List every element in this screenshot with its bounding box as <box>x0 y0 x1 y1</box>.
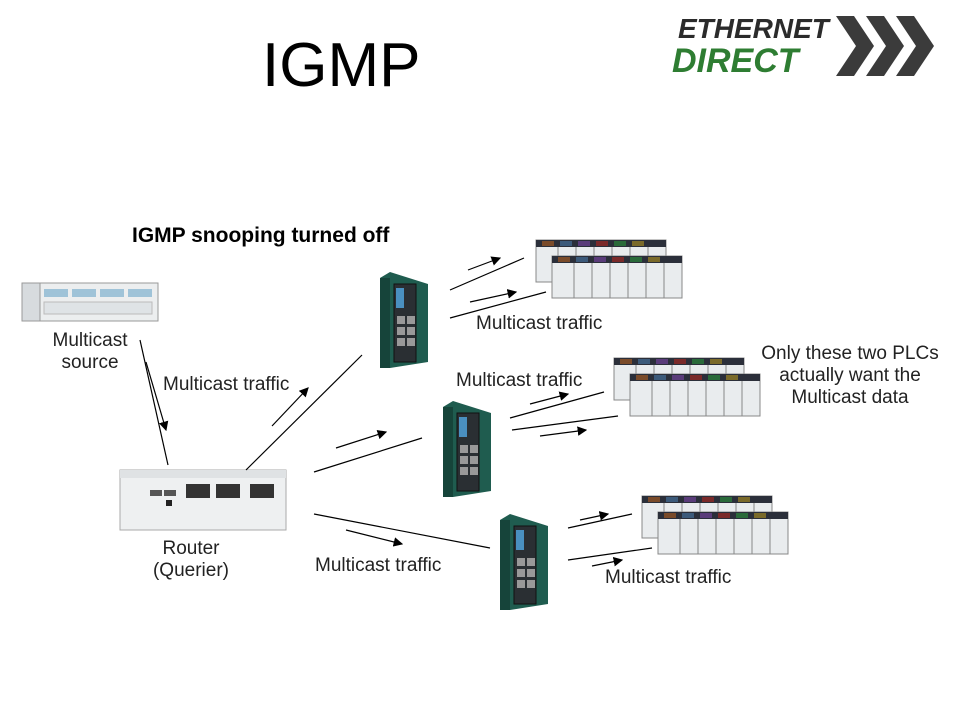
plc-pair-middle <box>613 357 761 417</box>
router-device <box>119 469 287 531</box>
plc-note-line1: Only these two PLCs <box>761 343 939 364</box>
multicast-source-device <box>21 282 159 322</box>
plc-note-line3: Multicast data <box>791 387 909 408</box>
router-label-line2: (Querier) <box>152 560 229 581</box>
traffic-label-middle: Multicast traffic <box>456 370 583 391</box>
plc-pair-top <box>535 239 683 299</box>
multicast-source-label-line2: source <box>61 352 119 373</box>
traffic-label-bottom-left: Multicast traffic <box>315 555 442 576</box>
traffic-label-top: Multicast traffic <box>476 313 603 334</box>
ethernet-direct-logo: ETHERNET DIRECT <box>668 10 948 80</box>
plc-note-line2: actually want the <box>779 365 921 386</box>
traffic-arrows <box>145 256 624 567</box>
router-label-line1: Router <box>162 538 220 559</box>
slide-title: IGMP <box>262 31 421 100</box>
connection-lines <box>139 257 653 561</box>
plc-pair-bottom <box>641 495 789 555</box>
multicast-source-label-line1: Multicast <box>52 330 128 351</box>
svg-text:DIRECT: DIRECT <box>672 42 802 80</box>
traffic-label-source-router: Multicast traffic <box>163 374 290 395</box>
switch-middle <box>442 400 492 498</box>
switch-bottom <box>499 513 549 611</box>
traffic-label-bottom-right: Multicast traffic <box>605 567 732 588</box>
switch-top <box>379 271 429 369</box>
plc-note: Only these two PLCs actually want the Mu… <box>750 343 950 409</box>
router-label: Router (Querier) <box>141 538 241 582</box>
svg-text:ETHERNET: ETHERNET <box>678 13 832 44</box>
diagram-subtitle: IGMP snooping turned off <box>132 224 390 247</box>
multicast-source-label: Multicast source <box>40 330 140 374</box>
